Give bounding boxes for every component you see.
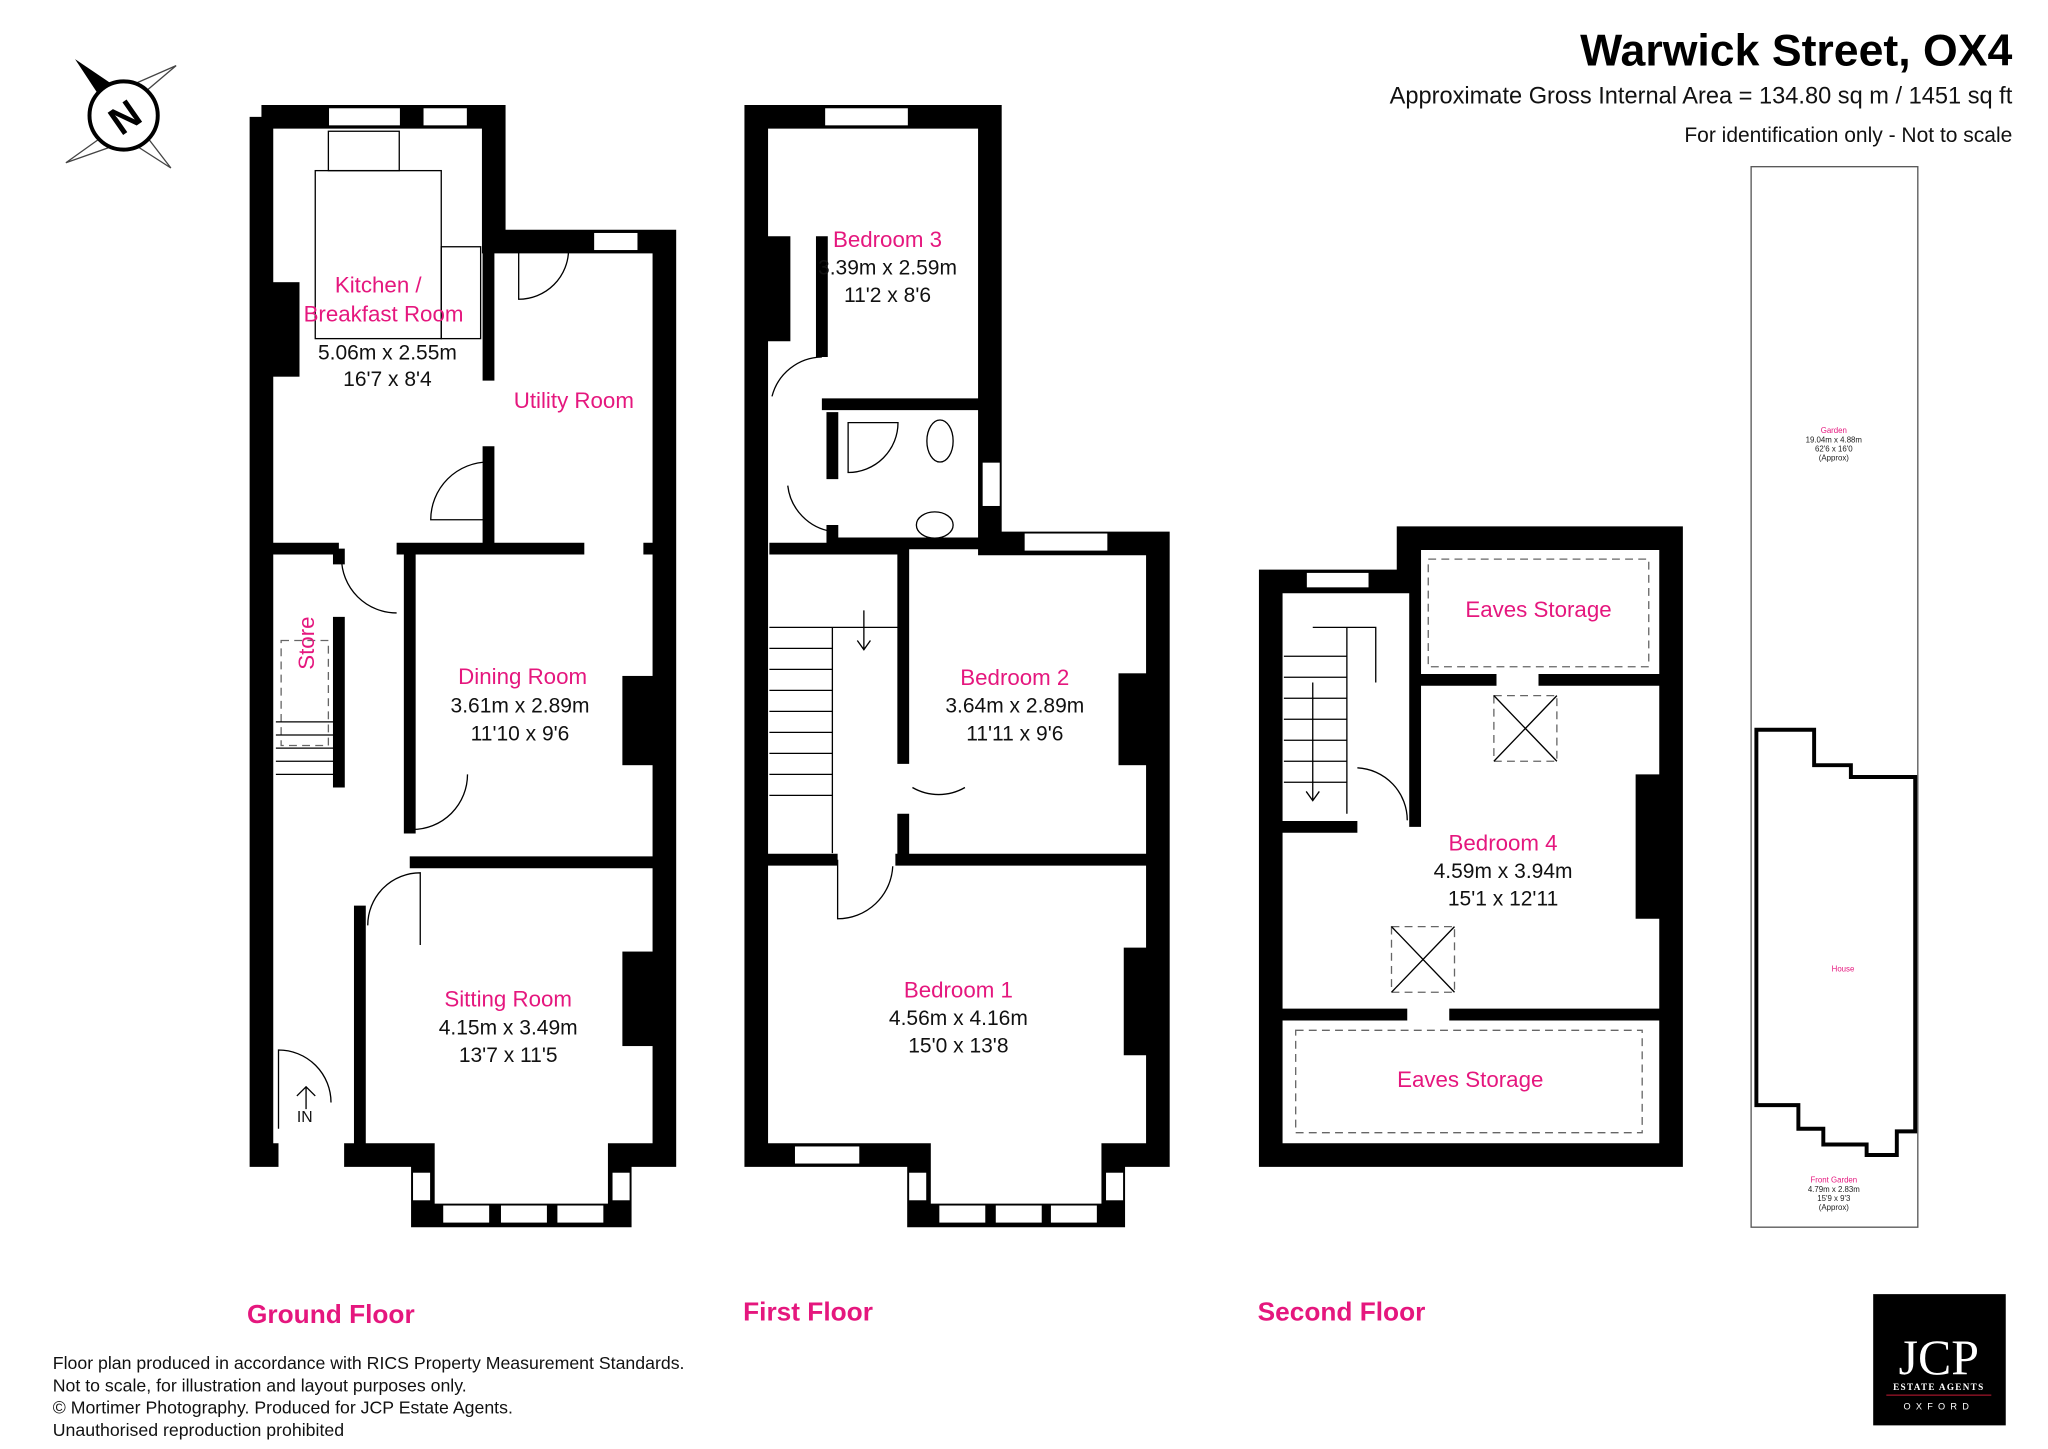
- garden-metric: 19.04m x 4.88m: [1806, 435, 1863, 444]
- room-dim-dining-imperial: 11'10 x 9'6: [471, 722, 570, 745]
- room-dim-bedroom-3-imperial: 11'2 x 8'6: [844, 284, 931, 307]
- front-garden-label: Front Garden: [1810, 1176, 1857, 1185]
- footer-line-3: © Mortimer Photography. Produced for JCP…: [53, 1398, 513, 1418]
- room-dim-bedroom-4-imperial: 15'1 x 12'11: [1448, 888, 1558, 911]
- ground-floor-plan: Store Kitchen / Breakfast Room 5.06m x 2…: [247, 105, 677, 1329]
- house-label: House: [1832, 964, 1855, 973]
- room-label-sitting: Sitting Room: [444, 987, 572, 1012]
- compass-icon: N: [65, 59, 177, 169]
- floor-label-ground: Ground Floor: [247, 1299, 415, 1329]
- floor-label-second: Second Floor: [1258, 1296, 1426, 1326]
- room-label-dining: Dining Room: [458, 664, 587, 689]
- room-label-bedroom-4: Bedroom 4: [1449, 831, 1558, 856]
- front-garden-imperial: 15'9 x 9'3: [1817, 1194, 1851, 1203]
- room-dim-sitting-metric: 4.15m x 3.49m: [439, 1016, 578, 1039]
- footer-line-1: Floor plan produced in accordance with R…: [53, 1353, 685, 1373]
- identification-note: For identification only - Not to scale: [1684, 124, 2012, 147]
- room-dim-bedroom-1-imperial: 15'0 x 13'8: [908, 1035, 1008, 1058]
- footer-line-4: Unauthorised reproduction prohibited: [53, 1420, 344, 1440]
- room-dim-kitchen-metric: 5.06m x 2.55m: [318, 342, 457, 365]
- room-label-bedroom-3: Bedroom 3: [833, 227, 942, 252]
- room-dim-bedroom-3-metric: 3.39m x 2.59m: [818, 256, 957, 279]
- floor-label-first: First Floor: [743, 1296, 873, 1326]
- gross-area: Approximate Gross Internal Area = 134.80…: [1390, 84, 2013, 110]
- svg-text:JCP: JCP: [1899, 1330, 1979, 1385]
- svg-text:OXFORD: OXFORD: [1903, 1402, 1974, 1412]
- first-floor-plan: Bedroom 3 3.39m x 2.59m 11'2 x 8'6 Bedro…: [743, 105, 1170, 1326]
- room-label-bedroom-1: Bedroom 1: [904, 978, 1013, 1003]
- page-title: Warwick Street, OX4: [1580, 27, 2012, 76]
- room-dim-bedroom-1-metric: 4.56m x 4.16m: [889, 1007, 1028, 1030]
- room-label-eaves-storage-upper: Eaves Storage: [1465, 597, 1611, 622]
- room-label-bedroom-2: Bedroom 2: [960, 665, 1069, 690]
- room-label-kitchen-2: Breakfast Room: [304, 302, 464, 327]
- room-dim-sitting-imperial: 13'7 x 11'5: [459, 1044, 558, 1067]
- room-dim-kitchen-imperial: 16'7 x 8'4: [343, 368, 432, 391]
- footer-line-2: Not to scale, for illustration and layou…: [53, 1375, 467, 1395]
- room-label-kitchen: Kitchen /: [335, 273, 423, 298]
- front-garden-metric: 4.79m x 2.83m: [1808, 1185, 1860, 1194]
- garden-approx: (Approx): [1819, 454, 1850, 463]
- svg-text:ESTATE AGENTS: ESTATE AGENTS: [1893, 1382, 1984, 1392]
- second-floor-plan: Eaves Storage Bedroom 4 4.59m x 3.94m 15…: [1258, 526, 1683, 1326]
- room-dim-bedroom-2-metric: 3.64m x 2.89m: [945, 695, 1084, 718]
- site-plan: Garden 19.04m x 4.88m 62'6 x 16'0 (Appro…: [1750, 166, 1919, 1228]
- room-dim-bedroom-2-imperial: 11'11 x 9'6: [966, 722, 1063, 745]
- entrance-arrow-icon: [296, 1085, 316, 1110]
- room-label-eaves-storage-lower: Eaves Storage: [1397, 1067, 1543, 1092]
- room-label-store: Store: [294, 616, 319, 669]
- room-dim-dining-metric: 3.61m x 2.89m: [451, 695, 590, 718]
- room-label-utility: Utility Room: [514, 388, 634, 413]
- jcp-logo: JCP ESTATE AGENTS OXFORD: [1873, 1294, 2006, 1426]
- front-garden-approx: (Approx): [1819, 1203, 1850, 1212]
- garden-label: Garden: [1821, 426, 1847, 435]
- room-dim-bedroom-4-metric: 4.59m x 3.94m: [1434, 860, 1573, 883]
- garden-imperial: 62'6 x 16'0: [1815, 445, 1853, 454]
- entrance-label: IN: [297, 1109, 313, 1126]
